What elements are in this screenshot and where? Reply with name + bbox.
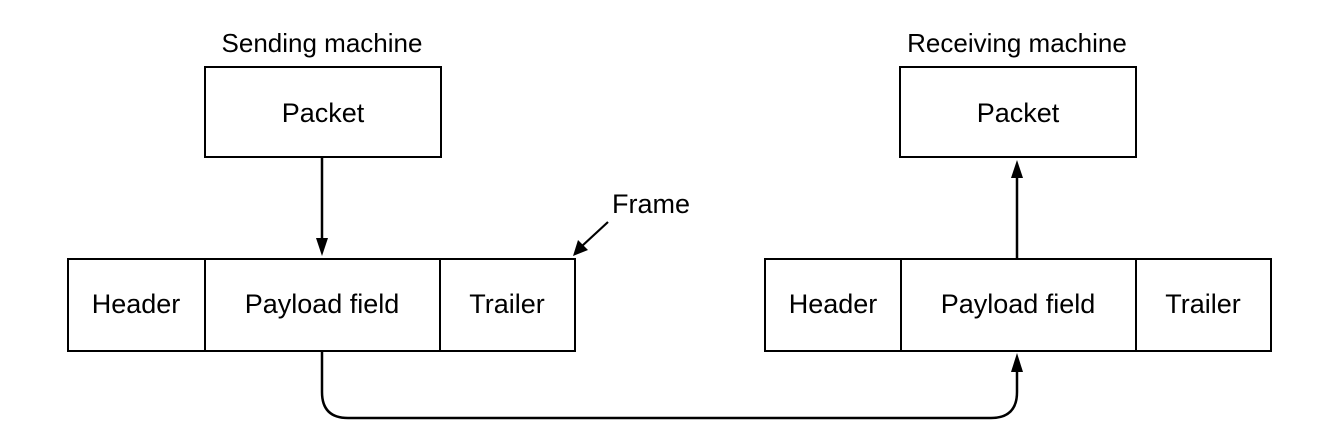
arrow-up-head [1011,160,1023,178]
receiver-packet-label: Packet [977,98,1060,128]
frame-callout-label: Frame [612,189,690,219]
sender-header-box [67,258,206,352]
sender-packet-box [204,66,442,158]
sender-trailer-label: Trailer [469,289,545,319]
frame-callout: Frame [573,189,690,256]
receiver-frame: Header Payload field Trailer [764,258,1272,352]
sender-header-label: Header [92,289,181,319]
sender-trailer-box [439,258,576,352]
arrow-down-head [316,238,328,256]
receiver-trailer-label: Trailer [1165,289,1241,319]
sender-encapsulate-arrow [316,157,328,256]
receiving-machine: Receiving machine Packet [899,28,1137,158]
receiving-machine-title: Receiving machine [907,28,1127,58]
receiver-trailer-box [1135,258,1272,352]
receiver-payload-box [900,258,1137,352]
receiver-payload-label: Payload field [941,289,1096,319]
sending-machine: Sending machine Packet [204,28,442,158]
receiver-header-label: Header [789,289,878,319]
receiver-header-box [764,258,902,352]
receiver-decapsulate-arrow [1011,160,1023,259]
arrow-up-head [1011,353,1023,372]
sending-machine-title: Sending machine [222,28,423,58]
sender-packet-label: Packet [282,98,365,128]
transmission-path-arrow [320,351,1023,420]
sender-payload-label: Payload field [245,289,400,319]
sender-frame: Header Payload field Trailer [67,258,576,352]
callout-arrow-head [573,240,588,256]
receiver-packet-box [899,66,1137,158]
